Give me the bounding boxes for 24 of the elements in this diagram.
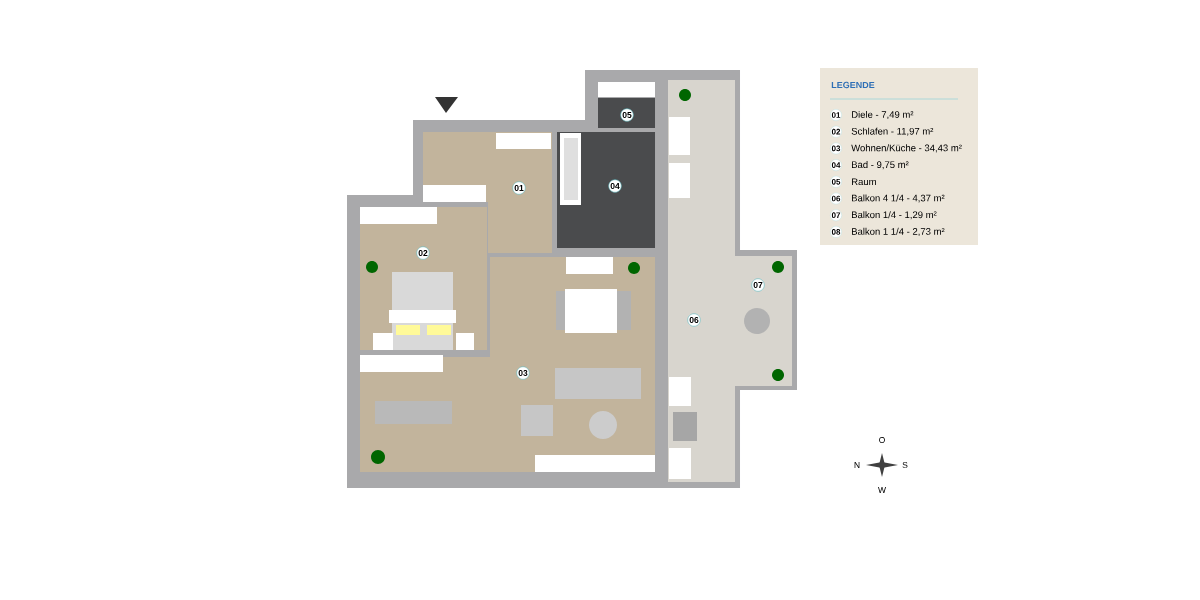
legend-number: 02 xyxy=(830,125,842,138)
legend-entry: Balkon 4 1/4 - 4,37 m² xyxy=(852,194,945,203)
legend-number: 04 xyxy=(830,159,842,171)
legend-number: 03 xyxy=(830,142,842,155)
room: 05 xyxy=(598,98,655,128)
legend-title: LEGENDE xyxy=(831,81,875,89)
room: 07 xyxy=(735,256,792,386)
legend-number: 08 xyxy=(830,226,842,238)
legend-entry: Wohnen/Küche - 34,43 m² xyxy=(851,144,962,153)
legend-number: 05 xyxy=(830,175,842,188)
compass-letter: O xyxy=(879,437,885,443)
compass-letter: W xyxy=(878,487,886,493)
legend-number: 07 xyxy=(830,209,842,222)
compass-letter: S xyxy=(902,462,908,468)
legend-entry: Schlafen - 11,97 m² xyxy=(851,127,934,136)
compass-letter: N xyxy=(854,462,860,468)
legend-entry: Diele - 7,49 m² xyxy=(852,110,914,120)
legend-entry: Raum xyxy=(852,178,876,186)
legend-entry: Balkon 1/4 - 1,29 m² xyxy=(852,211,937,220)
legend-number: 06 xyxy=(830,192,842,205)
legend-number: 01 xyxy=(830,109,842,121)
legend-entry: Bad - 9,75 m² xyxy=(852,161,909,170)
legend-entry: Balkon 1 1/4 - 2,73 m² xyxy=(852,227,945,236)
node-label: 07 xyxy=(753,282,763,289)
